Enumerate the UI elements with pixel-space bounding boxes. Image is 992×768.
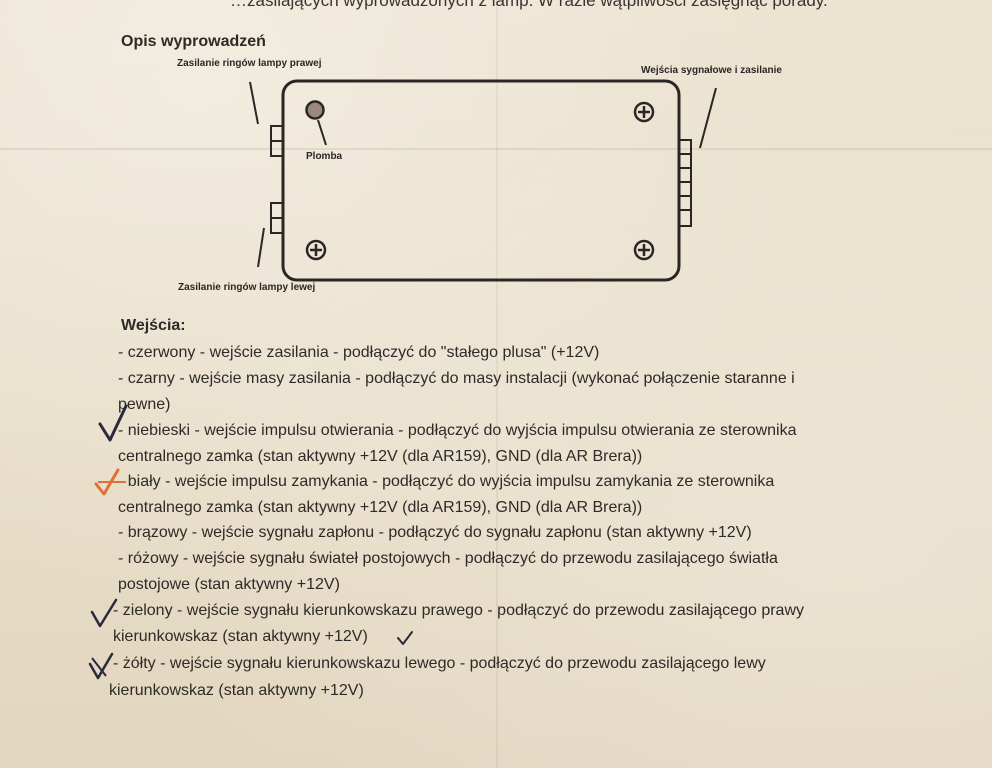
callout-left-ring — [257, 227, 265, 268]
section-title: Opis wyprowadzeń — [121, 33, 266, 50]
text-line: - zielony - wejście sygnału kierunkowska… — [113, 602, 804, 619]
text-line: - różowy - wejście sygnału świateł posto… — [118, 550, 778, 567]
label-left-ring-power: Zasilanie ringów lampy lewej — [178, 282, 316, 293]
callout-signal-inputs — [699, 87, 717, 149]
text-line: kierunkowskaz (stan aktywny +12V) — [109, 682, 364, 699]
screw-icon — [305, 239, 327, 261]
left-top-connector — [270, 125, 284, 157]
paper-fold — [0, 148, 992, 150]
text-line: centralnego zamka (stan aktywny +12V (dl… — [118, 448, 643, 465]
checkmark-icon — [90, 598, 118, 628]
text-line: kierunkowskaz (stan aktywny +12V) — [113, 628, 368, 645]
checkmark-icon — [98, 404, 128, 442]
inputs-heading: Wejścia: — [121, 317, 186, 334]
text-line: - żółty - wejście sygnału kierunkowskazu… — [113, 655, 766, 672]
checkmark-icon — [397, 631, 413, 645]
text-line: - czarny - wejście masy zasilania - podł… — [118, 370, 795, 387]
label-seal: Plomba — [306, 151, 343, 162]
paper-fold — [496, 0, 498, 768]
text-line: centralnego zamka (stan aktywny +12V (dl… — [118, 499, 643, 516]
screw-icon — [633, 239, 655, 261]
callout-right-ring — [249, 81, 259, 125]
right-connector — [678, 139, 692, 227]
screw-icon — [633, 101, 655, 123]
left-bottom-connector — [270, 202, 284, 234]
module-box — [281, 79, 681, 282]
seal-pointer — [317, 119, 327, 146]
top-partial-line: …zasilających wyprowadzonych z lamp. W r… — [230, 0, 828, 10]
text-line: - biały - wejście impulsu zamykania - po… — [118, 473, 775, 490]
text-line: pewne) — [118, 396, 171, 413]
text-line: postojowe (stan aktywny +12V) — [118, 576, 340, 593]
seal-icon — [305, 100, 325, 120]
text-line: - niebieski - wejście impulsu otwierania… — [118, 422, 797, 439]
text-line: - brązowy - wejście sygnału zapłonu - po… — [118, 524, 752, 541]
label-signal-inputs: Wejścia sygnałowe i zasilanie — [641, 65, 782, 76]
checkmark-icon — [88, 652, 114, 680]
text-line: - czerwony - wejście zasilania - podłącz… — [118, 344, 600, 361]
checkmark-icon — [94, 468, 126, 496]
module-diagram — [249, 79, 717, 282]
label-right-ring-power: Zasilanie ringów lampy prawej — [177, 58, 322, 69]
